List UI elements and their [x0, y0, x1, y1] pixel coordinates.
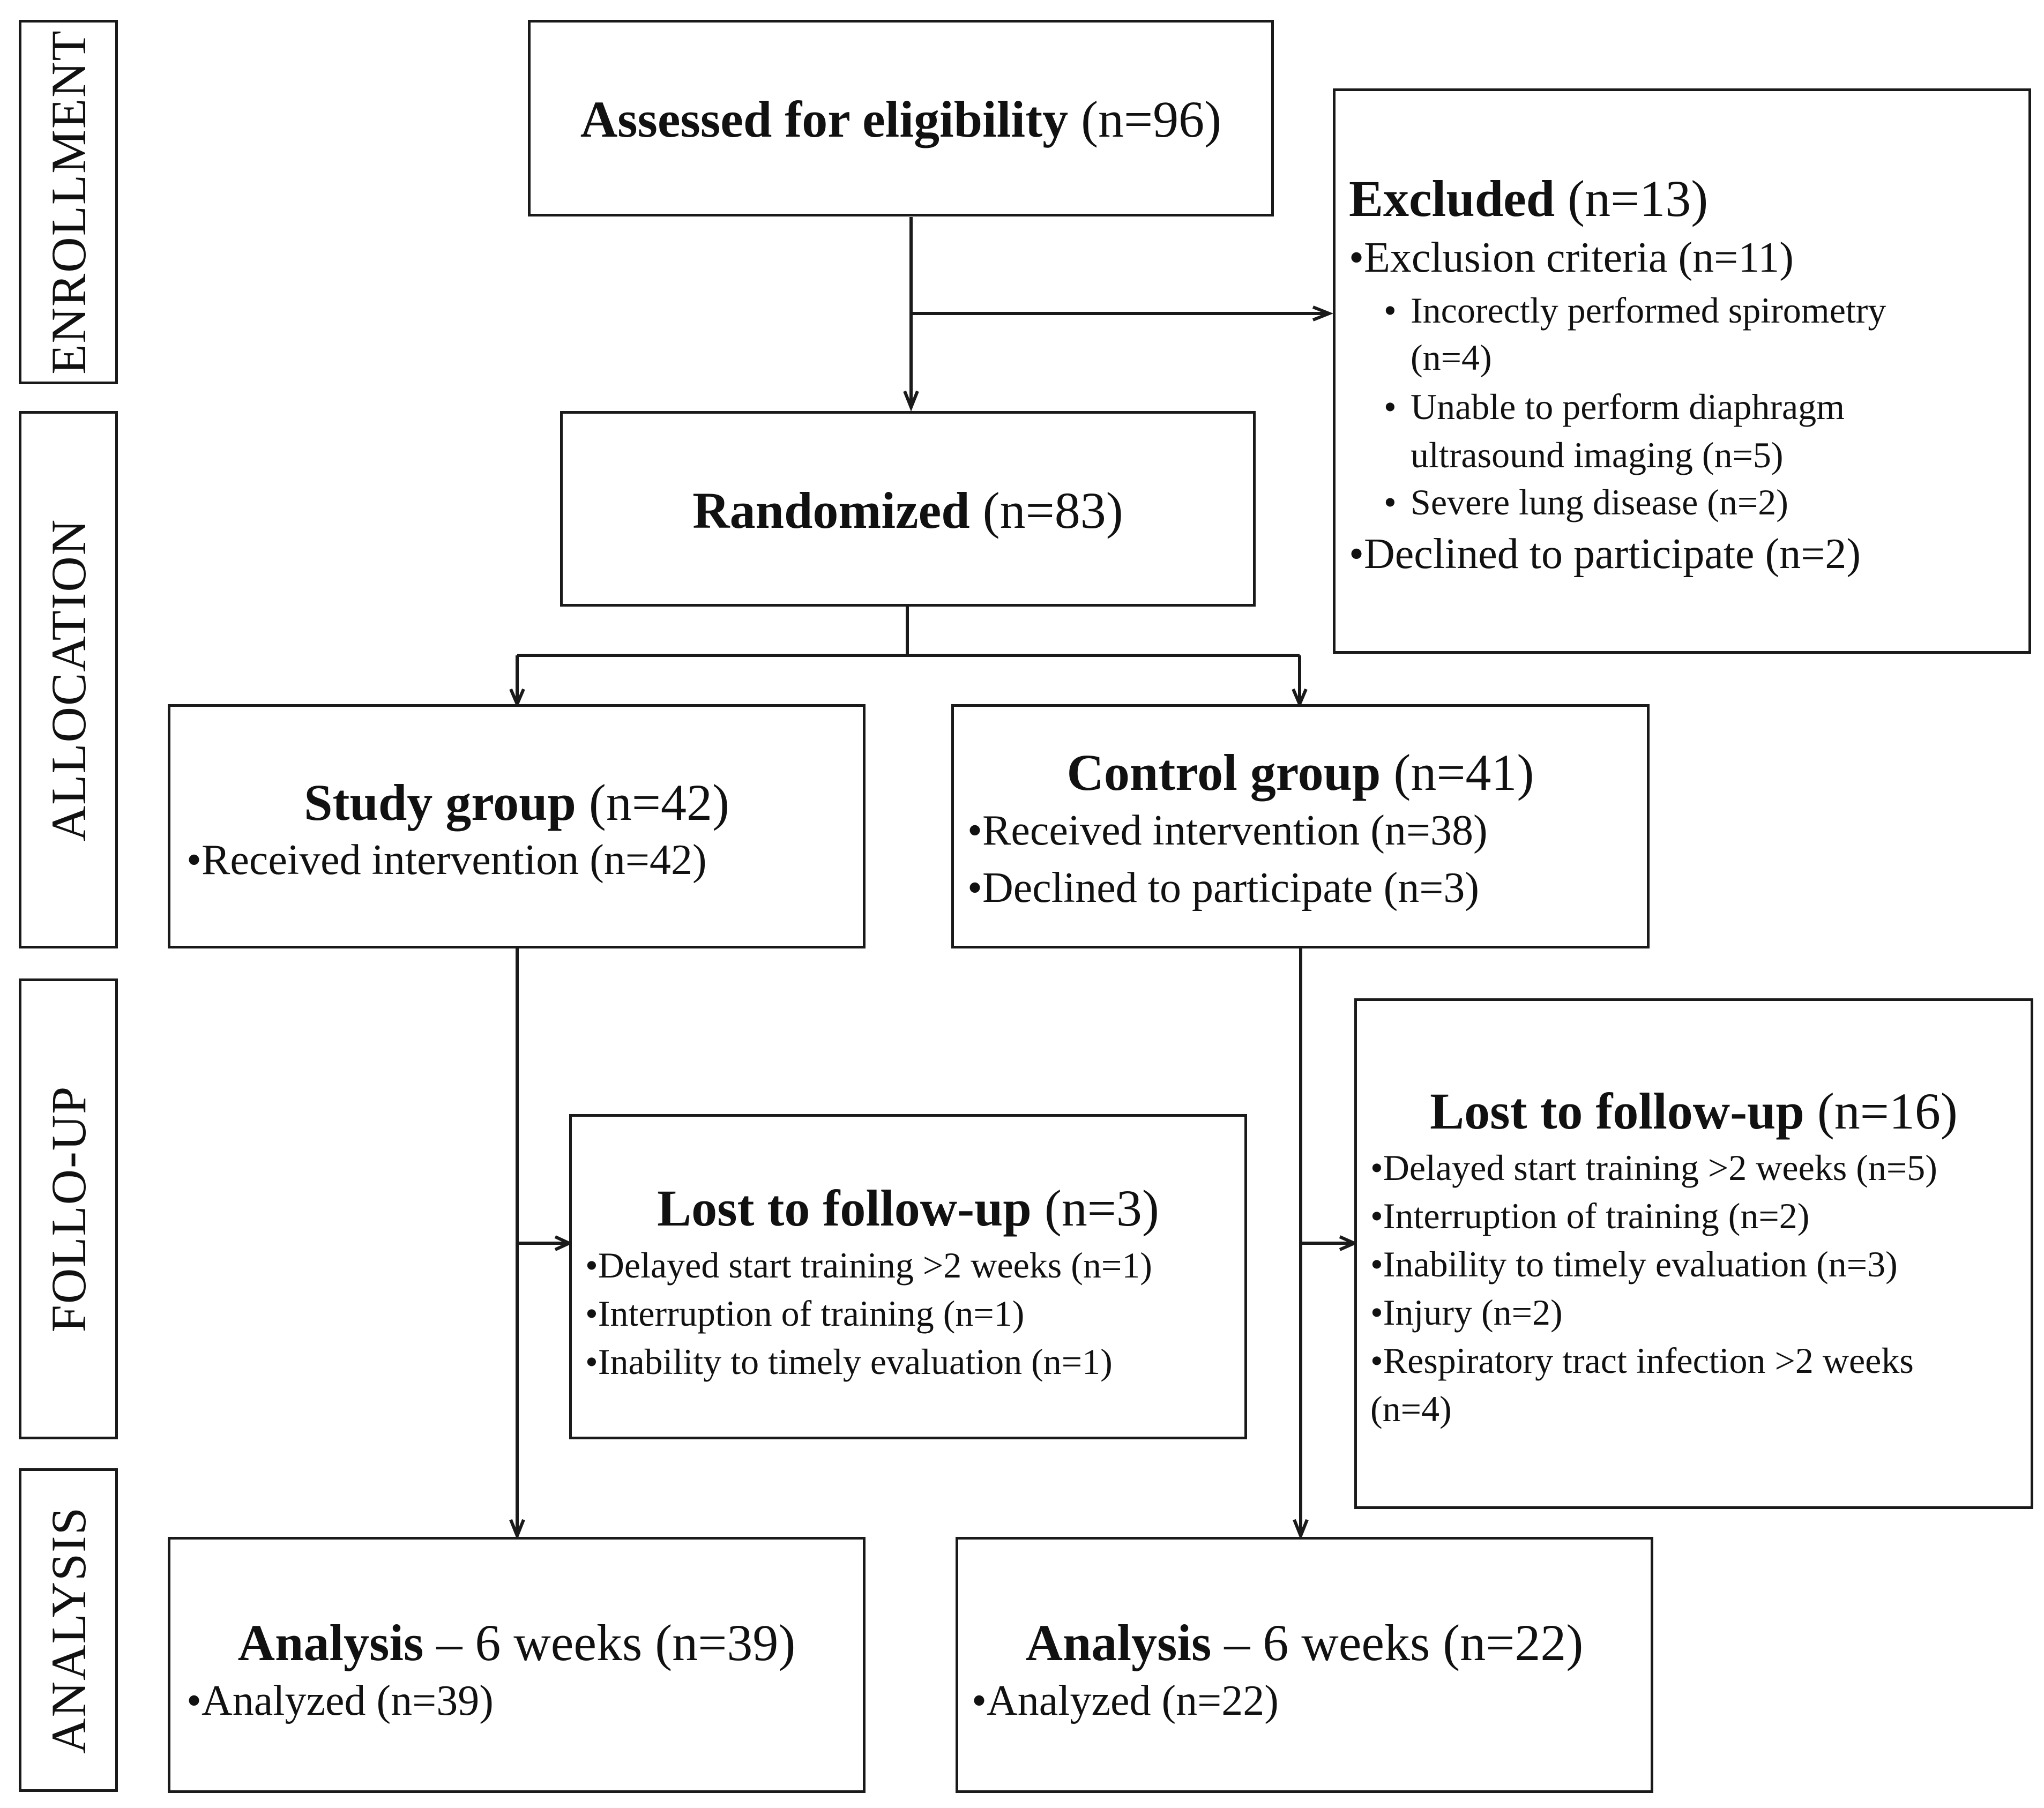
phase-analysis-label: ANALYSIS	[41, 1506, 96, 1754]
excluded-sub1-line2: (n=4)	[1411, 337, 1492, 378]
randomized-title: Randomized (n=83)	[563, 482, 1253, 539]
arrowhead-randomized	[903, 390, 919, 412]
phase-allocation-label: ALLOCATION	[41, 518, 96, 841]
analysis-control-title: Analysis – 6 weeks (n=22)	[958, 1615, 1651, 1671]
study-group-title-count: (n=42)	[576, 774, 729, 831]
assessed-box: Assessed for eligibility (n=96)	[528, 20, 1274, 216]
excluded-sub1-line1: Incorectly performed spirometry	[1411, 290, 1886, 331]
control-group-box: Control group (n=41) •Received intervent…	[951, 704, 1650, 948]
lost-control-respiratory: •Respiratory tract infection >2 weeks	[1370, 1340, 1914, 1381]
analysis-study-title-bold: Analysis	[237, 1614, 424, 1671]
analysis-control-analyzed: •Analyzed (n=22)	[972, 1677, 1279, 1724]
excluded-sub3-line1: Severe lung disease (n=2)	[1411, 482, 1788, 522]
lost-study-inability: •Inability to timely evaluation (n=1)	[585, 1341, 1113, 1382]
control-group-declined: •Declined to participate (n=3)	[967, 864, 1479, 912]
analysis-study-title-rest: – 6 weeks (n=39)	[423, 1614, 796, 1671]
control-group-title-bold: Control group	[1066, 744, 1381, 801]
excluded-declined: •Declined to participate (n=2)	[1349, 531, 1861, 578]
excluded-sub3-bullet: •	[1384, 482, 1397, 522]
phase-followup: FOLLO-UP	[19, 978, 118, 1439]
arrowhead-control-analysis	[1293, 1519, 1309, 1541]
study-group-received: •Received intervention (n=42)	[187, 836, 707, 884]
lost-control-box: Lost to follow-up (n=16) •Delayed start …	[1354, 998, 2033, 1509]
excluded-sub2-line1: Unable to perform diaphragm	[1411, 386, 1845, 427]
phase-allocation: ALLOCATION	[19, 411, 118, 948]
lost-study-interruption: •Interruption of training (n=1)	[585, 1293, 1025, 1334]
lost-control-title: Lost to follow-up (n=16)	[1357, 1083, 2031, 1140]
lost-control-interruption: •Interruption of training (n=2)	[1370, 1196, 1810, 1236]
excluded-sub1: • Incorectly performed spirometry	[1384, 289, 1886, 331]
analysis-control-title-bold: Analysis	[1025, 1614, 1212, 1671]
excluded-sub1-bullet: •	[1384, 290, 1397, 331]
phase-analysis: ANALYSIS	[19, 1468, 118, 1792]
excluded-title-count: (n=13)	[1555, 170, 1709, 227]
lost-control-respiratory-count: (n=4)	[1370, 1388, 1452, 1429]
excluded-title-bold: Excluded	[1349, 170, 1555, 227]
lost-study-delayed: •Delayed start training >2 weeks (n=1)	[585, 1245, 1152, 1286]
lost-control-injury: •Injury (n=2)	[1370, 1292, 1563, 1333]
study-group-title: Study group (n=42)	[170, 774, 863, 831]
analysis-study-title: Analysis – 6 weeks (n=39)	[170, 1615, 863, 1671]
control-group-received: •Received intervention (n=38)	[967, 807, 1488, 854]
phase-enrollment: ENROLLMENT	[19, 20, 118, 384]
analysis-study-box: Analysis – 6 weeks (n=39) •Analyzed (n=3…	[168, 1537, 866, 1793]
excluded-criteria: •Exclusion criteria (n=11)	[1349, 234, 1794, 281]
assessed-title-count: (n=96)	[1068, 91, 1222, 148]
excluded-title: Excluded (n=13)	[1349, 170, 1708, 227]
analysis-control-title-rest: – 6 weeks (n=22)	[1211, 1614, 1584, 1671]
control-group-title: Control group (n=41)	[954, 744, 1647, 801]
lost-control-delayed: •Delayed start training >2 weeks (n=5)	[1370, 1147, 1937, 1188]
arrowhead-excluded	[1312, 305, 1334, 322]
lost-control-inability: •Inability to timely evaluation (n=3)	[1370, 1244, 1898, 1284]
lost-control-title-count: (n=16)	[1804, 1082, 1958, 1140]
assessed-title-bold: Assessed for eligibility	[580, 91, 1069, 148]
analysis-study-analyzed: •Analyzed (n=39)	[187, 1677, 494, 1724]
analysis-control-box: Analysis – 6 weeks (n=22) •Analyzed (n=2…	[956, 1537, 1653, 1793]
lost-control-title-bold: Lost to follow-up	[1430, 1082, 1804, 1140]
randomized-title-bold: Randomized	[692, 482, 970, 539]
lost-study-box: Lost to follow-up (n=3) •Delayed start t…	[569, 1114, 1247, 1439]
excluded-sub3: • Severe lung disease (n=2)	[1384, 481, 1788, 523]
lost-study-title-count: (n=3)	[1031, 1179, 1159, 1237]
lost-study-title-bold: Lost to follow-up	[657, 1179, 1032, 1237]
control-group-title-count: (n=41)	[1381, 744, 1534, 801]
excluded-box: Excluded (n=13) •Exclusion criteria (n=1…	[1333, 88, 2031, 654]
lost-study-title: Lost to follow-up (n=3)	[572, 1180, 1244, 1237]
arrowhead-study-analysis	[509, 1519, 525, 1541]
randomized-box: Randomized (n=83)	[560, 411, 1256, 607]
excluded-sub2: • Unable to perform diaphragm	[1384, 386, 1845, 428]
assessed-title: Assessed for eligibility (n=96)	[531, 91, 1271, 148]
randomized-title-count: (n=83)	[969, 482, 1123, 539]
phase-followup-label: FOLLO-UP	[41, 1085, 96, 1333]
excluded-sub2-line2: ultrasound imaging (n=5)	[1411, 435, 1784, 475]
phase-enrollment-label: ENROLLMENT	[41, 29, 96, 375]
study-group-title-bold: Study group	[304, 774, 576, 831]
study-group-box: Study group (n=42) •Received interventio…	[168, 704, 866, 948]
excluded-sub2-bullet: •	[1384, 386, 1397, 427]
